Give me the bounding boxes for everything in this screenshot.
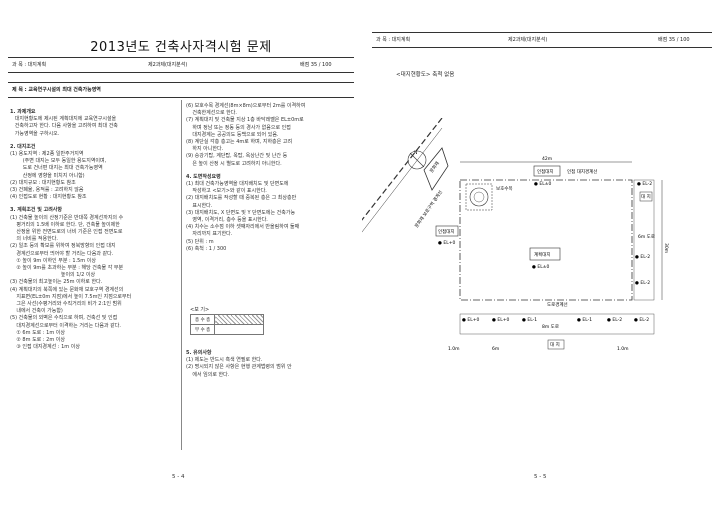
protected-tree-icon <box>469 187 489 207</box>
exam-page-right: 과 목 : 대지계획 제2과제(대지분석) 배점 35 / 100 <대지현황도… <box>362 0 720 508</box>
page-number-right: 5 - 5 <box>534 474 547 480</box>
legend-row-1: 층 수 층 <box>189 314 216 325</box>
road-south <box>459 313 655 335</box>
page-header: 과 목 : 대지계획 제2과제(대지분석) 배점 35 / 100 <box>8 57 354 73</box>
legend-row-2: 부 수 층 <box>189 324 216 335</box>
paragraph: (1) 용도지역 : 제2종 일반주거지역 (주변 대지는 모두 동일한 용도지… <box>10 151 107 179</box>
subject-label-right: 과 목 : 대지계획 <box>376 37 411 43</box>
adjacent-right-label: 대 지 <box>641 193 651 200</box>
topic-bar: 제 목 : 교육연구시설의 최대 건축가능영역 <box>8 82 354 98</box>
north-arrow-needle <box>409 152 425 168</box>
site-label-box <box>529 247 561 261</box>
subject-label: 과 목 : 대지계획 <box>12 62 47 68</box>
legend-title: <보 기> <box>190 307 210 313</box>
paragraph: (6) 보호수목 경계선(8m×8m)으로부터 2m를 이격하여 건축한계선으로… <box>186 103 306 117</box>
page-header-right: 과 목 : 대지계획 제2과제(대지분석) 배점 35 / 100 <box>372 32 712 48</box>
paragraph: (3) 건축물의 최고높이는 25m 이하로 한다. <box>10 279 103 286</box>
el-right-1: ● EL-2 <box>635 254 650 260</box>
paragraph: (8) 계단실 각층 층고는 4m로 하며, 지하층은 고려 하지 아니한다. <box>186 139 293 153</box>
el-left: ● EL+0 <box>438 240 455 246</box>
column-2: (6) 보호수목 경계선(8m×8m)으로부터 2m를 이격하여 건축한계선으로… <box>186 103 358 253</box>
topic-label: 제 목 : 교육연구시설의 최대 건축가능영역 <box>12 87 101 93</box>
paragraph: (2) 일조 등의 확보를 위하여 정북방향의 인접 대지 경계선으로부터 띄어… <box>10 243 124 279</box>
el-top-right: ● EL-2 <box>637 181 652 187</box>
heritage-parallel-line <box>362 127 443 233</box>
adjacent-left-label: 인접대지 <box>438 228 455 235</box>
score-label: 배점 35 / 100 <box>300 62 332 68</box>
adjacent-bottom-label: 대 지 <box>550 341 560 348</box>
el-bottom-5: ● EL-2 <box>607 317 622 323</box>
site-boundary <box>459 179 633 301</box>
legend-hatch <box>214 314 265 325</box>
column-1: 1. 과제개요 대지현황도에 제시된 계획대지에 교육연구시설을 건축하고자 한… <box>10 103 178 352</box>
column-2-notes: 5. 유의사항(1) 제도는 반드시 흑색 연필로 한다.(2) 명시되지 않은… <box>186 344 358 379</box>
page-number-left: 5 - 4 <box>172 474 185 480</box>
task-label-right: 제2과제(대지분석) <box>508 37 548 43</box>
paragraph: (3) 건폐율, 용적률 : 고려하지 않음 <box>10 187 84 194</box>
section-heading: 3. 계획조건 및 고려사항 <box>10 207 63 214</box>
paragraph: (2) 대지배치도를 작성할 때 중복된 층은 그 최상층만 표시한다. <box>186 195 297 209</box>
road-east-label: 6m 도로 <box>638 234 655 240</box>
paragraph: (3) 대지배치도, X 단면도 및 Y 단면도에는 건축가능 영역, 이격거리… <box>186 209 296 224</box>
exam-page-left: 2013년도 건축사자격시험 문제 과 목 : 대지계획 제2과제(대지분석) … <box>8 40 358 480</box>
paragraph: (2) 명시되지 않은 사항은 현행 관계법령의 범위 안 에서 임의로 한다. <box>186 364 292 378</box>
site-plan: 문화재 문화재 보호구역 경계선 N 보호수목 인접대지 인접 대지경계선 ● … <box>362 118 669 352</box>
plan-title: <대지현황도> 축척 없음 <box>396 72 455 78</box>
paragraph: (7) 계획대지 및 건축물 지상 1층 바닥레벨은 EL±0m로 하며 정남 … <box>186 117 304 138</box>
section-heading: 4. 도면작성요령 <box>186 173 221 180</box>
el-bottom-1: ● EL+0 <box>462 317 479 323</box>
heritage-zone-line <box>362 118 443 221</box>
el-right-2: ● EL-2 <box>635 280 650 286</box>
heritage-zone-label: 문화재 보호구역 경계선 <box>413 189 444 229</box>
section-heading: 5. 유의사항 <box>186 350 212 356</box>
site-label: 계획대지 <box>534 251 551 258</box>
paragraph: (6) 축척 : 1 / 300 <box>186 245 227 252</box>
score-label-right: 배점 35 / 100 <box>658 37 690 43</box>
heritage-building <box>423 147 449 191</box>
el-bottom-6: ● EL-2 <box>634 317 649 323</box>
el-bottom-2: ● EL+0 <box>492 317 509 323</box>
legend-table: 층 수 층 부 수 층 <box>189 314 265 335</box>
road-south-label: 8m 도로 <box>542 324 559 330</box>
neighbor-boundary-label: 인접 대지경계선 <box>567 168 597 175</box>
paragraph: (4) 치수는 소수점 이하 셋째자리에서 반올림하여 둘째 자리까지 표기한다… <box>186 224 300 238</box>
road-east <box>633 179 655 301</box>
adjacent-right-box <box>639 191 653 202</box>
exam-title: 2013년도 건축사자격시험 문제 <box>90 40 272 55</box>
adjacent-top-box <box>533 165 561 177</box>
tree-zone <box>465 183 493 211</box>
paragraph: (4) 인접도로 현황 : 대지현황도 참조 <box>10 194 87 201</box>
dim-top: 42m <box>542 156 552 162</box>
adjacent-bottom-box <box>547 339 565 350</box>
dim-bottom-2: 6m <box>492 346 499 352</box>
paragraph: (5) 단위 : m <box>186 238 214 245</box>
dim-bottom-3: 1.0m <box>617 346 629 352</box>
paragraph: 대지현황도에 제시된 계획대지에 교육연구시설을 건축하고자 한다. 다음 사항… <box>14 116 118 137</box>
el-bottom-4: ● EL-1 <box>577 317 592 323</box>
site-el: ● EL±0 <box>532 264 549 270</box>
section-heading: 1. 과제개요 <box>10 109 36 115</box>
paragraph: (1) 제도는 반드시 흑색 연필로 한다. <box>186 357 263 364</box>
el-top: ● EL±0 <box>534 181 551 187</box>
paragraph: (4) 계획대지의 북쪽에 있는 문화재 보호구역 경계선의 지표면(EL±0m… <box>10 286 132 315</box>
paragraph: (2) 대지규모 : 대지현황도 참조 <box>10 179 76 186</box>
protected-tree-label: 보호수목 <box>496 186 513 192</box>
paragraph: (9) 승강기탑, 계단탑, 옥탑, 옥상난간 및 난간 등 은 높이 산정 시… <box>186 153 288 167</box>
legend-blank <box>214 324 265 335</box>
task-label: 제2과제(대지분석) <box>148 62 188 68</box>
north-label: N <box>414 150 417 156</box>
section-heading: 2. 대지조건 <box>10 143 36 150</box>
paragraph: (5) 건축물의 외벽은 수직으로 하며, 건축선 및 인접 대지경계선으로부터… <box>10 315 121 351</box>
road-south-boundary-label: 도로경계선 <box>547 301 568 308</box>
dim-right: 30m <box>663 243 669 253</box>
el-bottom-3: ● EL-1 <box>522 317 537 323</box>
column-divider <box>181 100 182 450</box>
paragraph: (1) 최대 건축가능영역을 대지배치도 및 단면도에 작성하고 <보기>와 같… <box>186 181 289 195</box>
north-arrow-icon <box>407 150 427 170</box>
tree-canopy-icon <box>473 191 485 203</box>
dim-bottom-1: 1.0m <box>448 346 460 352</box>
adjacent-top-label: 인접대지 <box>537 168 554 175</box>
adjacent-left-box <box>435 225 459 237</box>
paragraph: (1) 건축물 높이의 산정기준은 반대쪽 경계선까지의 수 평거리의 1.5배… <box>10 214 124 243</box>
